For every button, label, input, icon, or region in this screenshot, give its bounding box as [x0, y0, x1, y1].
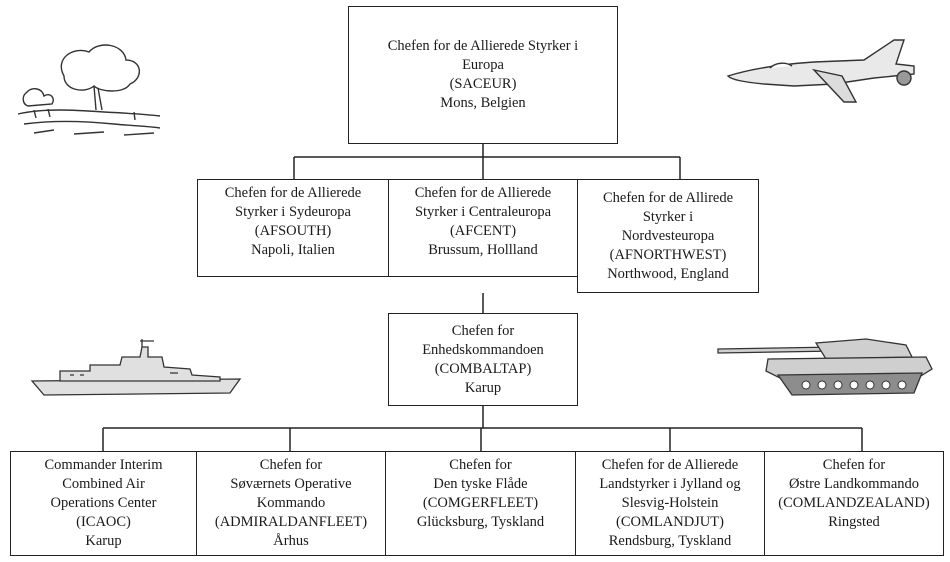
node-line: Chefen for de Allierede — [601, 457, 739, 473]
node-line: Styrker i Sydeuropa — [235, 204, 351, 220]
node-line: (AFNORTHWEST) — [609, 246, 727, 263]
node-line: (COMGERFLEET) — [422, 495, 539, 511]
node-line: (COMLANDJUT) — [616, 514, 724, 530]
node-line: Mons, Belgien — [440, 95, 526, 111]
node-combaltap: Chefen for Enhedskommandoen (COMBALTAP) … — [388, 313, 578, 406]
node-line: Chefen for — [822, 457, 886, 473]
node-line: Århus — [273, 533, 309, 549]
landscape-sketch-icon — [17, 44, 161, 136]
node-line: Chefen for — [449, 457, 512, 473]
fighter-jet-icon — [726, 39, 915, 103]
node-line: Northwood, England — [607, 265, 729, 282]
node-line: (ICAOC) — [76, 514, 131, 530]
node-line: (AFSOUTH) — [254, 223, 332, 239]
node-line: Glücksburg, Tyskland — [416, 514, 545, 530]
node-line: Landstyrker i Jylland og — [599, 476, 741, 492]
node-line: Chefen for — [259, 457, 323, 473]
node-line: Styrker i Centraleuropa — [414, 204, 552, 220]
node-line: Europa — [462, 57, 504, 73]
node-line: Enhedskommandoen — [422, 341, 544, 358]
tank-icon — [717, 338, 933, 396]
node-line: Chefen for — [451, 322, 515, 339]
node-line: Chefen for de Allirede — [602, 189, 734, 206]
node-line: Combined Air — [62, 476, 145, 492]
node-comlandjut: Chefen for de Allierede Landstyrker i Jy… — [575, 451, 765, 556]
node-line: Ringsted — [828, 514, 880, 530]
node-line: Søværnets Operative — [230, 476, 352, 492]
node-line: (ADMIRALDANFLEET) — [214, 514, 368, 530]
node-line: Østre Landkommando — [788, 476, 920, 492]
node-afsouth: Chefen for de Allierede Styrker i Sydeur… — [197, 179, 389, 277]
node-line: Slesvig-Holstein — [621, 495, 719, 511]
node-saceur: Chefen for de Allierede Styrker i Europa… — [348, 6, 618, 144]
node-line: (AFCENT) — [449, 223, 517, 239]
node-line: Chefen for de Allierede — [414, 185, 552, 201]
node-line: (COMBALTAP) — [434, 360, 532, 377]
node-line: Brussum, Hollland — [428, 242, 538, 258]
node-comlandzealand: Chefen for Østre Landkommando (COMLANDZE… — [764, 451, 944, 556]
node-line: (COMLANDZEALAND) — [778, 495, 930, 511]
node-line: Commander Interim — [44, 457, 163, 473]
node-line: Rendsburg, Tyskland — [608, 533, 732, 549]
node-admiraldanfleet: Chefen for Søværnets Operative Kommando … — [196, 451, 386, 556]
node-line: Den tyske Flåde — [433, 476, 528, 492]
node-line: Chefen for de Allierede Styrker i — [387, 38, 579, 54]
node-afcent: Chefen for de Allierede Styrker i Centra… — [388, 179, 578, 277]
node-line: Napoli, Italien — [251, 242, 335, 258]
node-afnorthwest: Chefen for de Allirede Styrker i Nordves… — [577, 179, 759, 293]
node-line: Kommando — [256, 495, 326, 511]
node-icaoc: Commander Interim Combined Air Operation… — [10, 451, 197, 556]
node-line: Nordvesteuropa — [621, 227, 715, 244]
node-line: Styrker i — [642, 208, 694, 225]
node-line: Karup — [85, 533, 122, 549]
warship-icon — [30, 339, 242, 396]
node-line: Chefen for de Allierede — [224, 185, 362, 201]
node-line: (SACEUR) — [449, 76, 517, 92]
node-line: Operations Center — [50, 495, 157, 511]
node-comgerfleet: Chefen for Den tyske Flåde (COMGERFLEET)… — [385, 451, 576, 556]
node-line: Karup — [464, 379, 502, 396]
